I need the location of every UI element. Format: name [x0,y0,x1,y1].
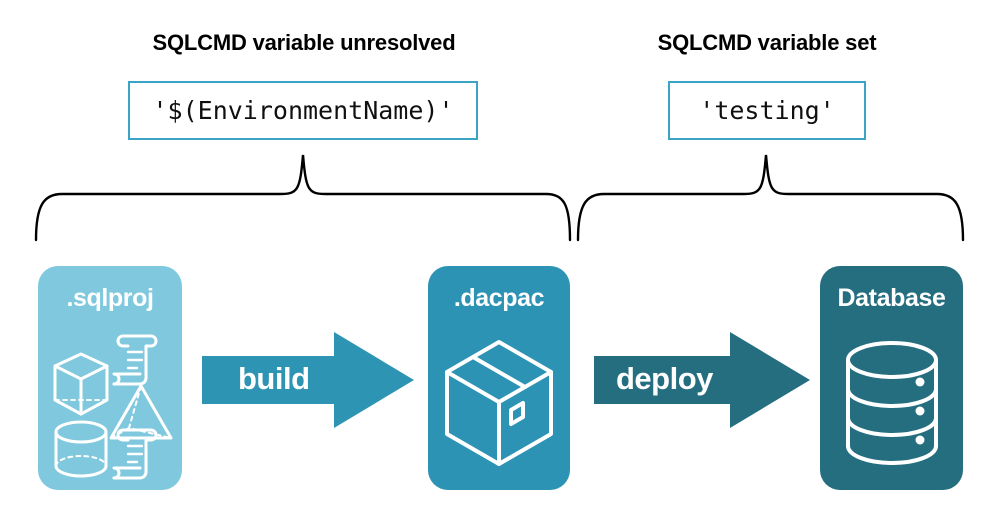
database-cylinder-icon [845,341,938,465]
card-dacpac-title: .dacpac [453,284,545,312]
card-dacpac-art [428,318,570,490]
heading-sqlcmd-variable-unresolved: SQLCMD variable unresolved [152,30,456,55]
arrow-build-shape [202,332,414,428]
code-box-environment-name: '$(EnvironmentName)' [128,81,478,140]
arrow-build-label: build [238,361,310,396]
cylinder-icon [54,420,108,478]
card-sqlproj[interactable]: .sqlproj [38,266,182,490]
card-sqlproj-title: .sqlproj [66,284,154,312]
arrow-build: build [202,330,414,430]
brace-right [576,154,965,242]
script-scroll-icon [112,334,158,386]
script-scroll-icon [112,428,158,480]
heading-sqlcmd-variable-set: SQLCMD variable set [657,30,877,55]
arrow-deploy-shape [594,332,810,428]
card-sqlproj-art [38,318,182,490]
card-dacpac[interactable]: .dacpac [428,266,570,490]
code-box-testing: 'testing' [668,81,866,140]
arrow-deploy-label: deploy [616,361,713,396]
brace-left [34,154,572,242]
card-database[interactable]: Database [820,266,963,490]
arrow-deploy: deploy [594,330,810,430]
card-database-title: Database [837,284,946,312]
cube-icon [53,352,109,416]
package-box-icon [445,340,553,466]
card-database-art [820,318,963,490]
